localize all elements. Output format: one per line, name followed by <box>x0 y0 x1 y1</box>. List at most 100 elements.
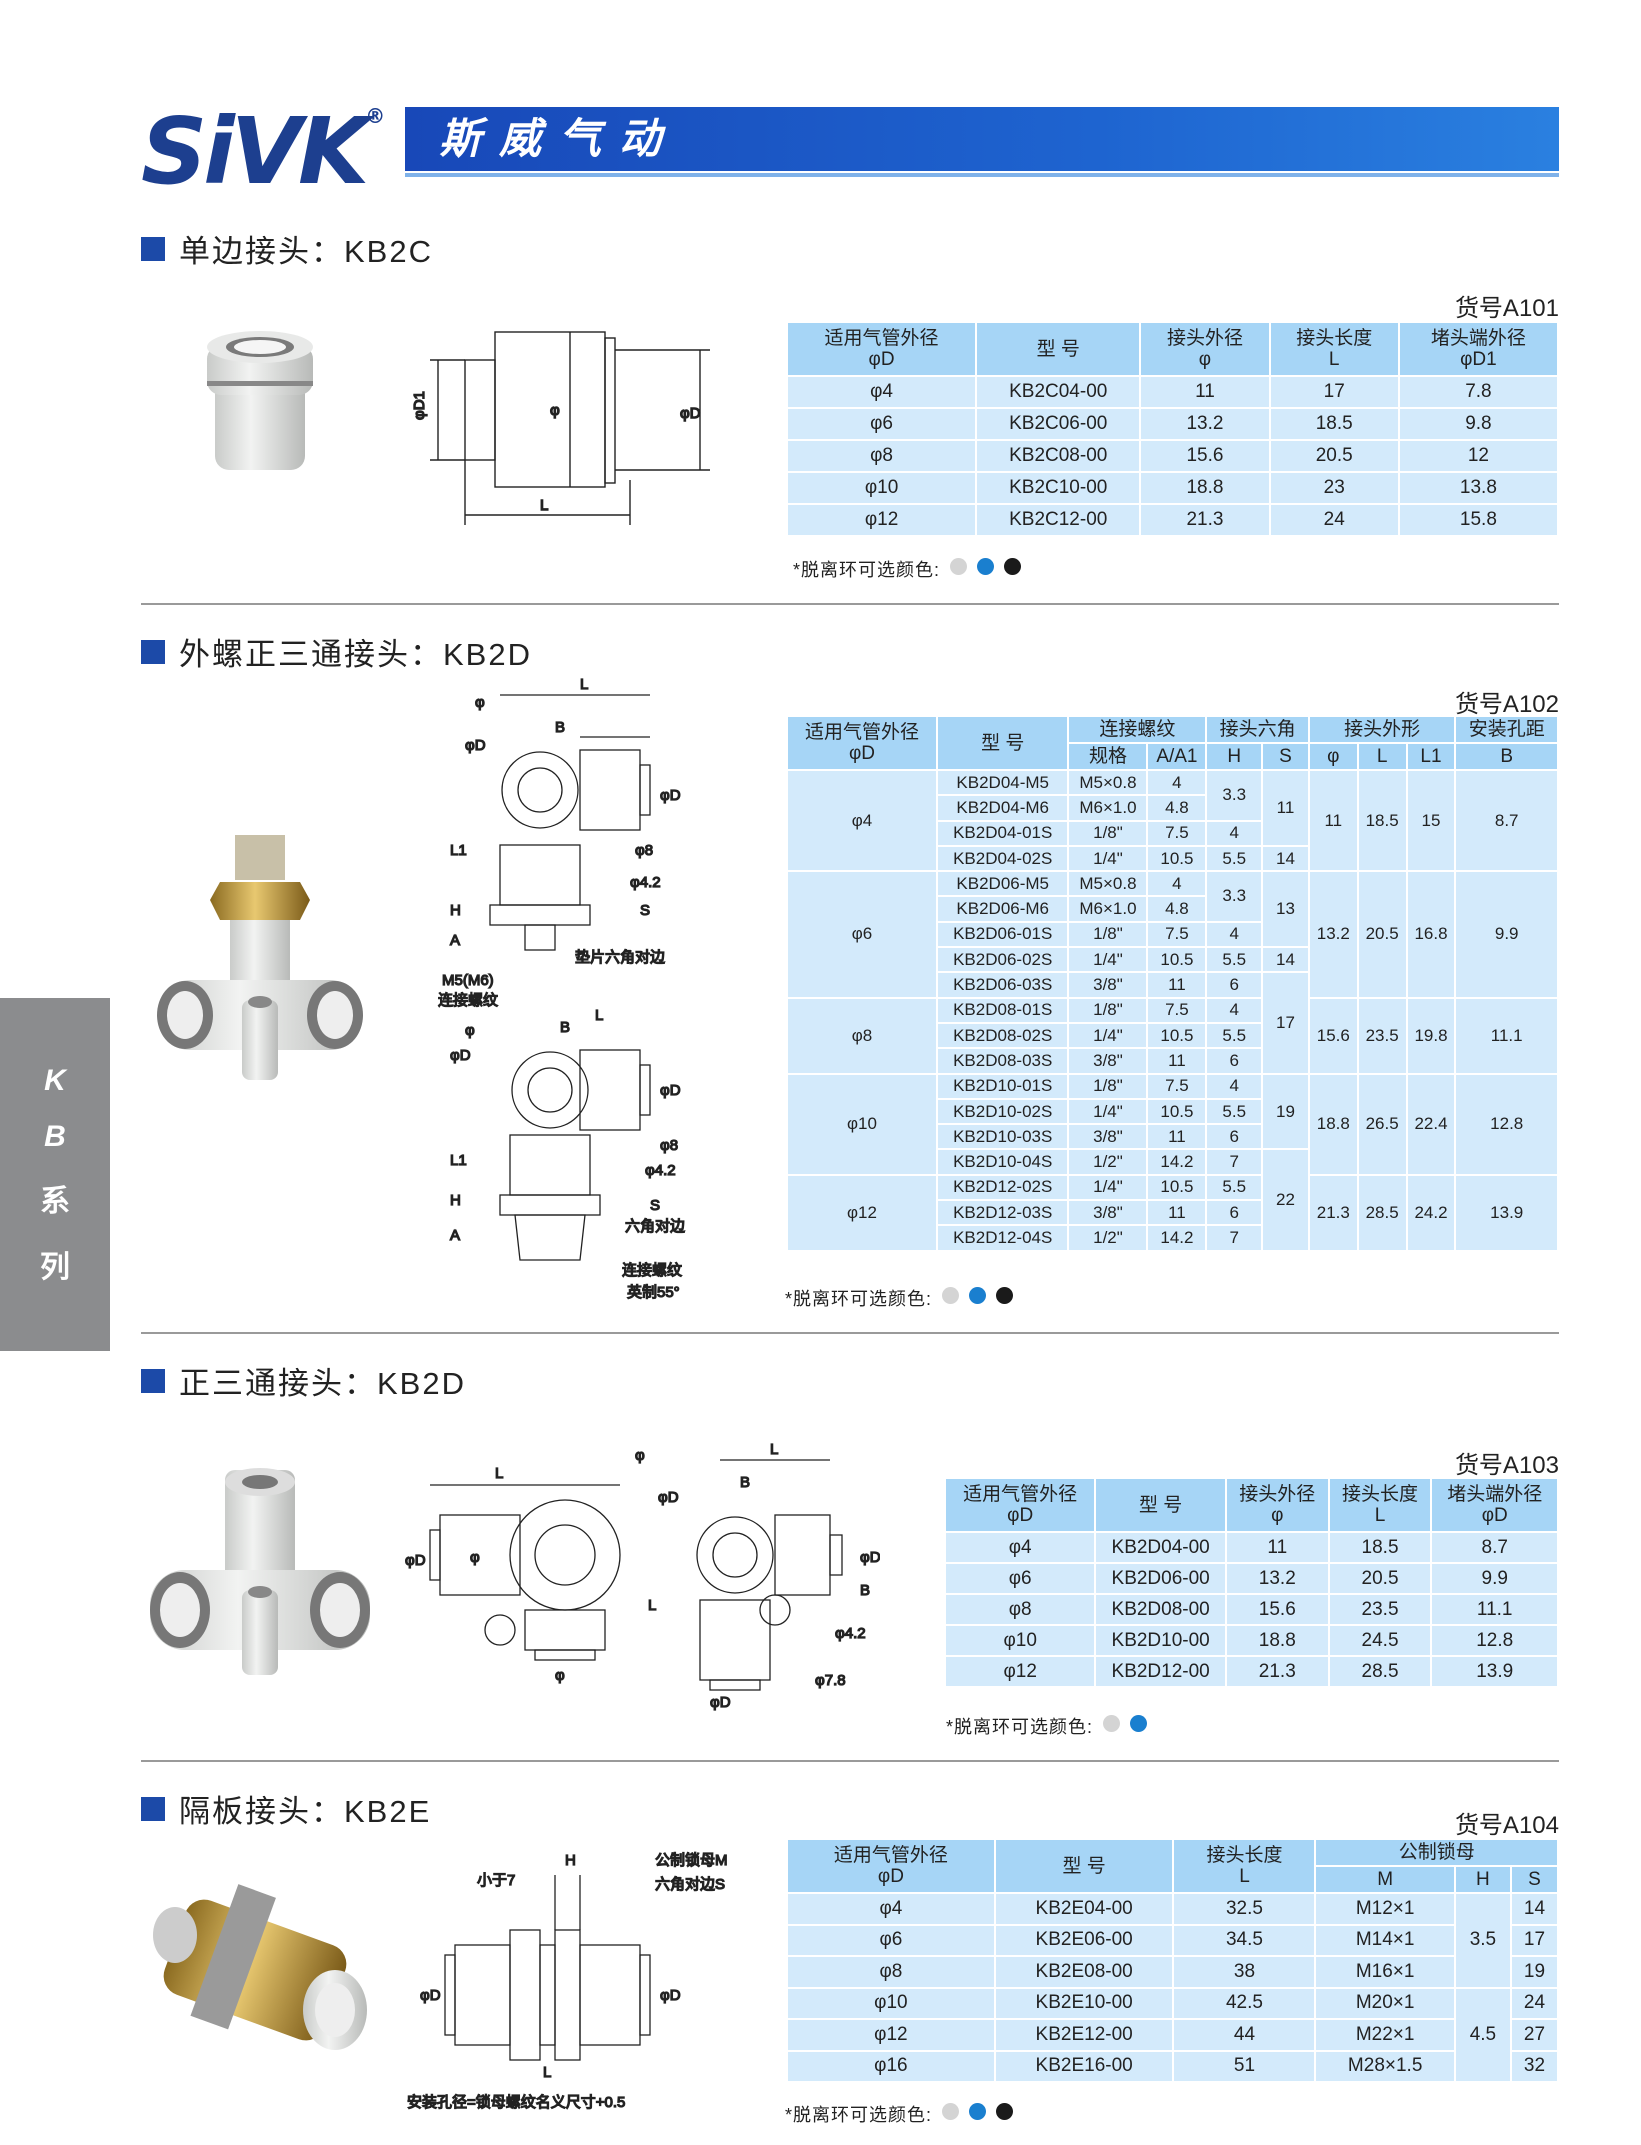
bullet-square-icon <box>141 1796 165 1821</box>
table-cell: KB2D12-03S <box>935 1199 1070 1227</box>
table-cell: 5.5 <box>1205 1173 1264 1202</box>
table-cell: 9.8 <box>1397 407 1560 441</box>
table-cell: 20.5 <box>1356 870 1408 999</box>
table-cell: KB2D10-03S <box>935 1123 1070 1151</box>
table-cell: 24 <box>1509 1986 1560 2020</box>
banner-underline <box>405 173 1559 177</box>
table-cell: M16×1 <box>1314 1955 1456 1989</box>
color-dot-gray-icon <box>950 558 968 575</box>
table-cell: 8.7 <box>1430 1531 1559 1564</box>
item-code: 货号A102 <box>1454 691 1559 718</box>
color-dot-blue-icon <box>969 1287 987 1304</box>
ring-color-swatches <box>932 2103 1014 2125</box>
table-cell: φ10 <box>943 1624 1097 1657</box>
svg-text:φD: φD <box>660 1987 681 2004</box>
table-cell: KB2D04-M6 <box>935 794 1070 822</box>
table-cell: φ4 <box>785 375 978 409</box>
column-header: 适用气管外径 φD <box>943 1477 1097 1533</box>
svg-text:φD: φD <box>680 405 701 422</box>
table-cell: 7 <box>1205 1224 1264 1252</box>
table-cell: φ6 <box>786 870 938 999</box>
table-cell: 11 <box>1146 1123 1208 1151</box>
table-cell: 18.8 <box>1307 1072 1359 1176</box>
svg-text:L1: L1 <box>450 1152 467 1169</box>
table-cell: 11 <box>1224 1531 1330 1564</box>
ring-color-note: *脱离环可选颜色: <box>785 1285 1014 1311</box>
svg-text:六角对边S: 六角对边S <box>655 1876 725 1893</box>
svg-text:B: B <box>740 1474 750 1491</box>
color-dot-gray-icon <box>942 1287 960 1304</box>
table-cell: 4 <box>1205 819 1264 847</box>
svg-text:φ: φ <box>465 1022 475 1039</box>
column-header: 型 号 <box>975 321 1142 377</box>
table-cell: KB2E06-00 <box>993 1923 1175 1957</box>
table-cell: 3/8" <box>1067 971 1149 999</box>
column-group-header: 连接螺纹 <box>1067 715 1208 744</box>
table-cell: M5×0.8 <box>1067 768 1149 797</box>
product-photo-kb2c <box>195 325 325 480</box>
column-group-header: 接头外形 <box>1307 715 1457 744</box>
svg-text:L: L <box>540 497 548 514</box>
table-cell: 4.8 <box>1146 794 1208 822</box>
table-cell: 10.5 <box>1146 1173 1208 1202</box>
table-cell: 19 <box>1509 1955 1560 1989</box>
svg-text:φD: φD <box>710 1694 731 1711</box>
svg-text:安装孔径=锁母螺纹名义尺寸+0.5: 安装孔径=锁母螺纹名义尺寸+0.5 <box>407 2094 625 2111</box>
table-cell: M12×1 <box>1314 1892 1456 1926</box>
table-cell: 11 <box>1139 375 1271 409</box>
column-header: 堵头端外径 φD <box>1430 1477 1559 1533</box>
table-cell: 23 <box>1268 471 1400 505</box>
table-cell: 1/8" <box>1067 1072 1149 1100</box>
brand-banner: 斯威气动 <box>405 107 1559 171</box>
table-cell: 1/8" <box>1067 920 1149 949</box>
table-cell: KB2C04-00 <box>975 375 1142 409</box>
table-cell: 42.5 <box>1172 1986 1317 2020</box>
table-cell: KB2E10-00 <box>993 1986 1175 2020</box>
column-header: 适用气管外径 φD <box>785 321 978 377</box>
table-cell: 15.6 <box>1307 996 1359 1075</box>
table-cell: 10.5 <box>1146 1097 1208 1126</box>
svg-text:φD: φD <box>660 1082 681 1099</box>
table-cell: 3/8" <box>1067 1047 1149 1075</box>
table-cell: 18.5 <box>1327 1531 1433 1564</box>
table-cell: 1/8" <box>1067 819 1149 847</box>
table-cell: KB2D12-00 <box>1094 1655 1227 1688</box>
table-cell: 17 <box>1509 1923 1560 1957</box>
table-cell: M22×1 <box>1314 2018 1456 2052</box>
table-cell: KB2D04-M5 <box>935 768 1070 797</box>
table-cell: φ12 <box>943 1655 1097 1688</box>
svg-text:φ4.2: φ4.2 <box>645 1162 676 1179</box>
table-cell: φ12 <box>786 2018 996 2052</box>
table-cell: 1/4" <box>1067 946 1149 974</box>
table-cell: KB2D10-00 <box>1094 1624 1227 1657</box>
section-divider <box>141 603 1559 605</box>
table-cell: 15.6 <box>1139 439 1271 473</box>
table-cell: 19.8 <box>1405 996 1457 1075</box>
svg-text:φD: φD <box>450 1047 471 1064</box>
section-title-kb2d-male: 外螺正三通接头：KB2D <box>141 629 532 674</box>
table-cell: 19 <box>1261 1072 1310 1151</box>
table-cell: 1/2" <box>1067 1224 1149 1252</box>
table-cell: φ6 <box>785 407 978 441</box>
table-cell: 10.5 <box>1146 1021 1208 1050</box>
svg-text:小于7: 小于7 <box>477 1872 515 1889</box>
svg-text:φ: φ <box>470 1549 480 1566</box>
table-cell: 20.5 <box>1268 439 1400 473</box>
table-cell: 7.5 <box>1146 819 1208 847</box>
table-cell: 1/4" <box>1067 1097 1149 1126</box>
table-cell: 11 <box>1261 769 1310 847</box>
table-cell: KB2D10-04S <box>935 1148 1070 1176</box>
table-cell: 9.9 <box>1454 870 1559 999</box>
table-cell: φ8 <box>943 1593 1097 1626</box>
